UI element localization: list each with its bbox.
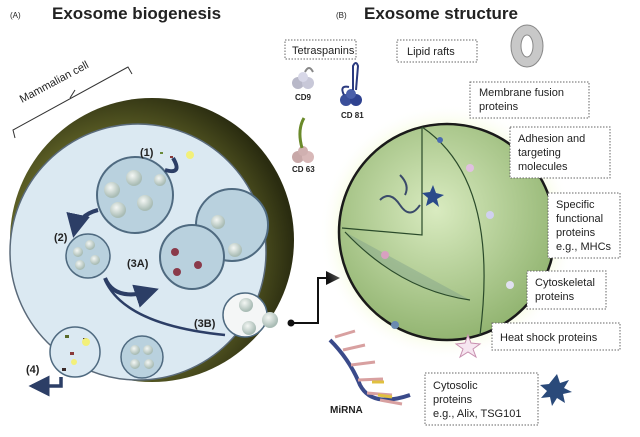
specific-proteins-label: proteins [556, 227, 596, 239]
exosome-release-3b [222, 292, 278, 338]
secretion-arrow [28, 375, 63, 397]
step-4-label: (4) [26, 364, 40, 376]
panel-a-letter: (A) [10, 11, 21, 20]
cd81-protein-icon [340, 62, 362, 106]
arrow-1-to-2 [66, 208, 99, 238]
membrane-fusion-label: Membrane fusion [479, 87, 564, 99]
specific-proteins-label: functional [556, 213, 603, 225]
specific-proteins-label: Specific [556, 199, 595, 211]
membrane-fusion-box: Membrane fusion proteins [469, 81, 590, 119]
cytoplasm [9, 123, 267, 381]
secretion-bud-4 [49, 326, 101, 378]
step-2-label: (2) [54, 232, 68, 244]
step-1-label: (1) [140, 147, 154, 159]
lysosome-fusion-3a [159, 188, 269, 290]
cytosolic-box: Cytosolic proteins e.g., Alix, TSG101 [424, 372, 539, 426]
step-3a-label: (3A) [127, 258, 149, 270]
lipid-raft-ring-icon [510, 24, 544, 68]
cd9-label: CD9 [295, 93, 312, 102]
lipid-rafts-label: Lipid rafts [407, 46, 455, 58]
specific-proteins-label: e.g., MHCs [556, 241, 612, 253]
panel-b-letter: (B) [336, 11, 347, 20]
cd81-label: CD 81 [341, 111, 364, 120]
heat-shock-protein-icon [454, 333, 482, 359]
adhesion-box: Adhesion and targeting molecules [509, 126, 611, 179]
cd63-label: CD 63 [292, 165, 315, 174]
cytosolic-protein-star-icon [540, 374, 572, 406]
cytosolic-label: Cytosolic [433, 380, 478, 392]
mammalian-cell: (1) (2) (3A) (3B) [9, 98, 294, 382]
mammalian-cell-label: Mammalian cell [18, 59, 91, 105]
specific-proteins-box: Specific functional proteins e.g., MHCs [547, 192, 621, 259]
tetraspanins-label: Tetraspanins [292, 45, 355, 57]
mirna-label: MiRNA [330, 405, 363, 416]
arrow-2-to-3b [103, 279, 226, 337]
cytoskeletal-label: Cytoskeletal [535, 277, 595, 289]
tetraspanins-box: Tetraspanins [284, 39, 357, 60]
cytoskeletal-label: proteins [535, 291, 575, 303]
lipid-rafts-box: Lipid rafts [396, 39, 478, 63]
adhesion-label: targeting [518, 147, 561, 159]
multivesicular-body-1 [96, 151, 194, 234]
panel-b-title: Exosome structure [364, 4, 518, 23]
cd63-protein-icon [292, 117, 314, 163]
heat-shock-label: Heat shock proteins [500, 332, 598, 344]
cytosolic-label: e.g., Alix, TSG101 [433, 408, 521, 420]
panel-a-title: Exosome biogenesis [52, 4, 221, 23]
membrane-fusion-label: proteins [479, 101, 519, 113]
step-3b-label: (3B) [194, 318, 216, 330]
early-endosome-2 [65, 233, 111, 279]
heat-shock-box: Heat shock proteins [491, 322, 621, 351]
mirna-helix-icon [328, 329, 411, 406]
multivesicular-body-small [120, 335, 164, 379]
cd9-protein-icon [292, 67, 314, 89]
cytoskeletal-box: Cytoskeletal proteins [526, 270, 607, 310]
adhesion-label: Adhesion and [518, 133, 585, 145]
connector-arrow [287, 271, 340, 327]
cytosolic-label: proteins [433, 394, 473, 406]
adhesion-label: molecules [518, 161, 568, 173]
